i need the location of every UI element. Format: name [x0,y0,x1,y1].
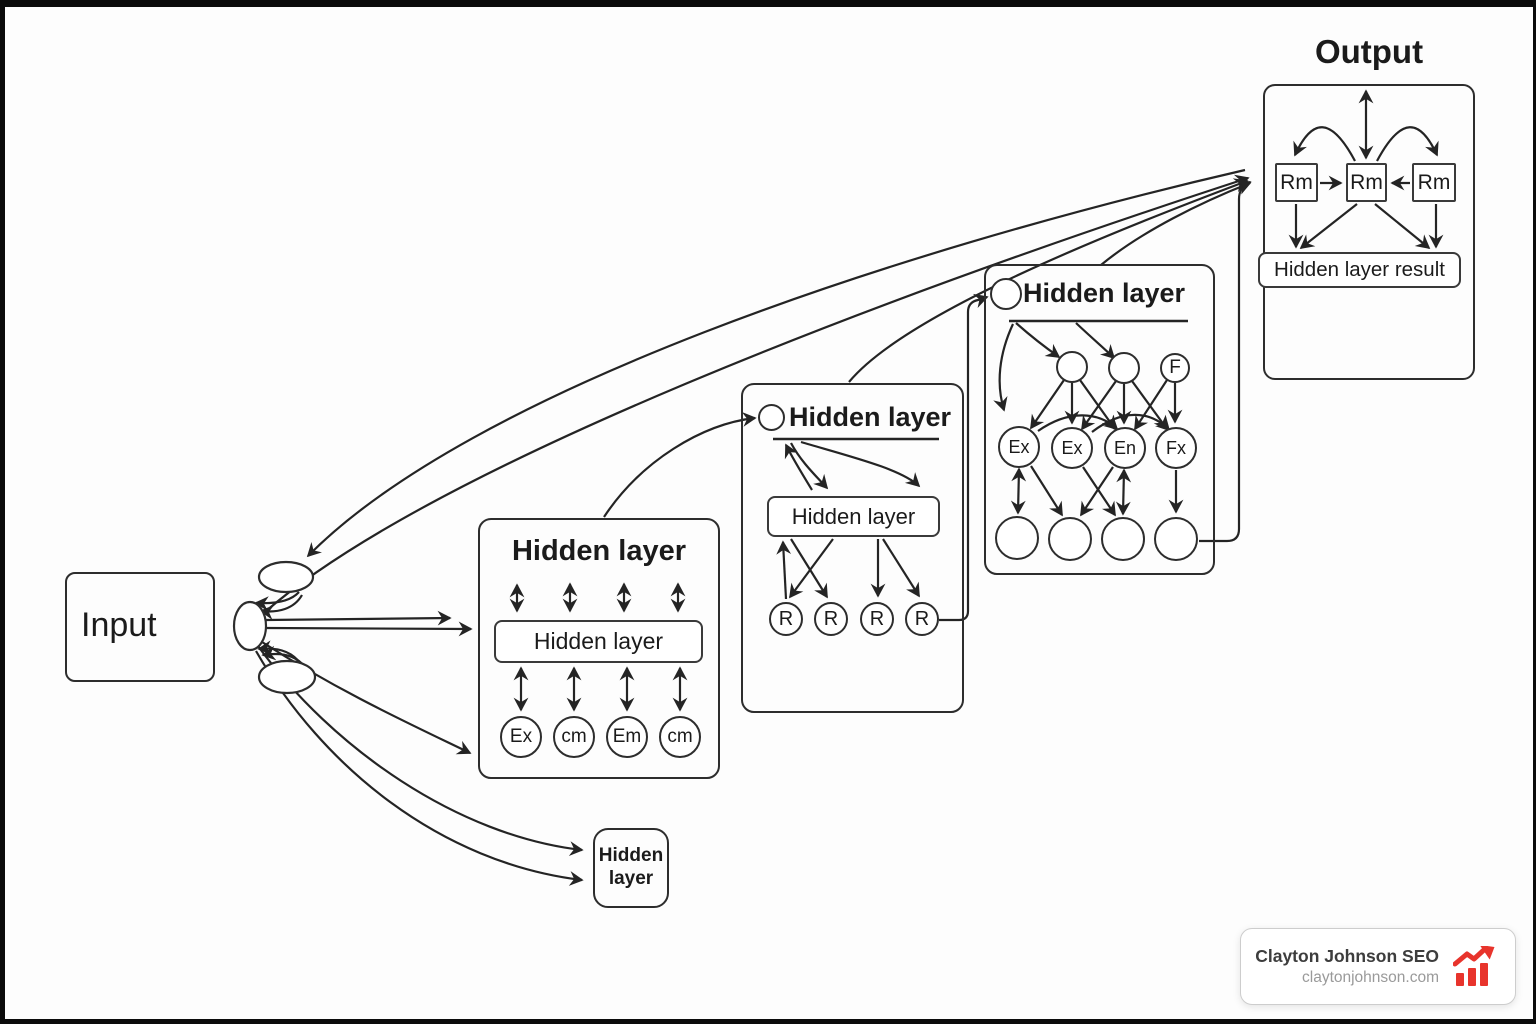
hub-upper-ellipse [257,560,315,594]
watermark-card: Clayton Johnson SEO claytonjohnson.com [1240,928,1516,1005]
unit-node-r2: R [814,602,848,636]
hidden-layer-1-inner-box: Hidden layer [494,620,703,663]
hidden-layer-result-label: Hidden layer result [1274,258,1445,281]
output-node-rm1: Rm [1275,163,1318,202]
hidden-layer-2-title: Hidden layer [789,402,952,432]
layer-internal-arrows [509,89,1444,712]
frame-bottom-bar [0,1019,1536,1024]
watermark-site: claytonjohnson.com [1302,968,1439,986]
small-hidden-layer-box: Hidden layer [593,828,669,908]
unit-node-ex2: Ex [1051,427,1093,469]
watermark-text: Clayton Johnson SEO claytonjohnson.com [1255,945,1439,988]
hidden-layer-3-box [984,264,1215,575]
rm1-label: Rm [1280,170,1313,194]
input-label: Input [81,606,157,644]
output-box [1263,84,1475,380]
unit-node-r4: R [905,602,939,636]
hidden-node-blank1 [1056,351,1088,383]
hub-lower-ellipse [257,659,317,695]
unit-node-cm2: cm [659,716,701,758]
output-node-blank1 [995,516,1039,560]
hidden-layer-1-inner-label: Hidden layer [533,628,664,654]
watermark-name: Clayton Johnson SEO [1255,946,1439,967]
unit-node-ex: Ex [500,716,542,758]
hidden-layer-3-title: Hidden layer [1023,278,1186,308]
output-node-rm3: Rm [1412,163,1456,202]
input-hub-ellipses [232,560,317,695]
unit-node-r3: R [860,602,894,636]
rm3-label: Rm [1417,170,1451,194]
output-node-blank3 [1101,517,1145,561]
connector-arrows [254,168,1252,886]
growth-chart-icon [1453,945,1495,986]
hidden-layer-2-inner-box: Hidden layer [767,496,940,537]
frame-right-bar [1533,0,1536,1024]
rm2-label: Rm [1350,170,1383,194]
unit-node-r1: R [769,602,803,636]
output-node-blank2 [1048,517,1092,561]
output-node-blank4 [1154,517,1198,561]
small-hidden-layer-label: Hidden layer [598,845,664,889]
unit-node-ex1: Ex [998,426,1040,468]
unit-node-cm: cm [553,716,595,758]
hidden-layer-1-box [478,518,720,779]
hidden-layer-2-box [741,383,964,713]
hidden-layer-result-box: Hidden layer result [1258,252,1461,288]
frame-top-bar [0,0,1536,7]
unit-node-fx: Fx [1155,427,1197,469]
output-node-rm2: Rm [1346,163,1387,202]
hidden-layer-2-inner-label: Hidden layer [791,503,916,529]
hidden-node-f: F [1160,353,1190,383]
hidden-layer-3-title-node [990,278,1022,310]
frame-left-bar [0,0,5,1024]
hub-ellipse [232,600,268,652]
hidden-layer-2-title-node [758,404,785,431]
hidden-node-blank2 [1108,352,1140,384]
output-title: Output [1314,33,1424,70]
hidden-layer-1-title: Hidden layer [511,535,687,567]
input-box: Input [65,572,215,682]
unit-node-em: Em [606,716,648,758]
unit-node-en: En [1104,427,1146,469]
